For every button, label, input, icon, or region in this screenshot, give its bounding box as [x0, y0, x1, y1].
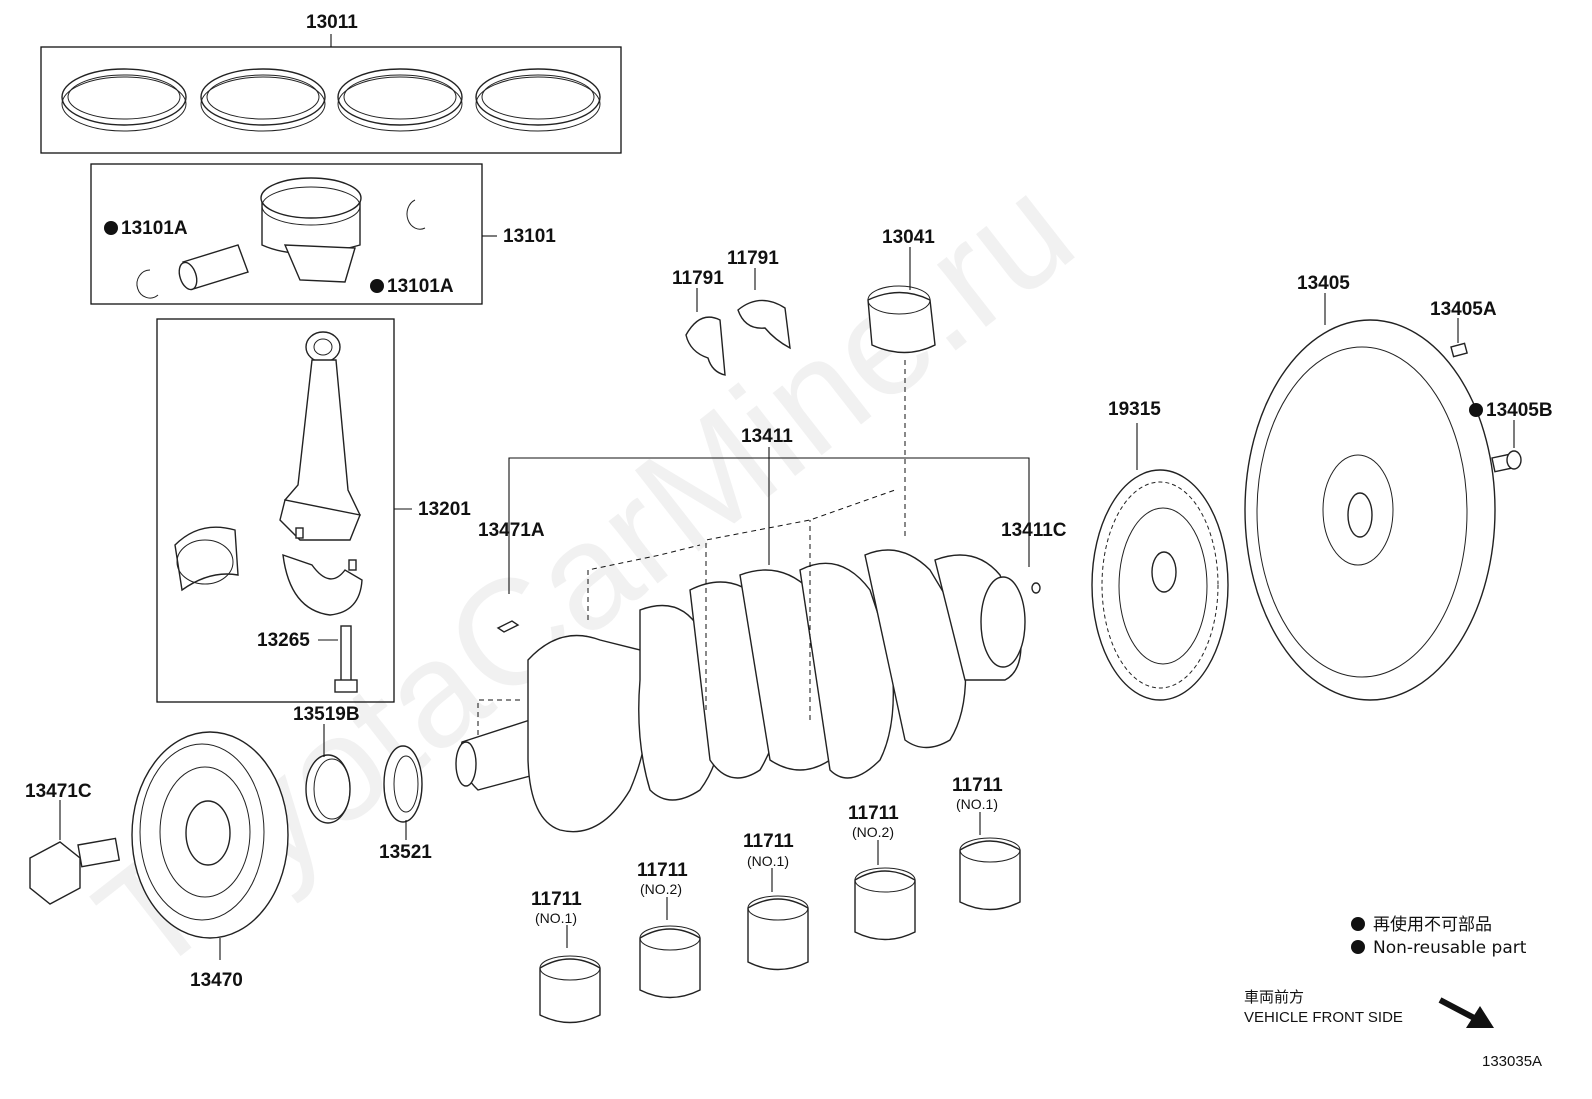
label-13101: 13101 [503, 226, 556, 247]
label-13101A-right: 13101A [387, 276, 454, 297]
label-13041: 13041 [882, 227, 935, 248]
timing-gear [383, 745, 423, 840]
label-13101A-left: 13101A [121, 218, 188, 239]
label-13411: 13411 [741, 426, 793, 447]
label-13201: 13201 [418, 499, 471, 520]
drive-plate-pin [1450, 318, 1468, 358]
piston-rings-group [40, 34, 622, 154]
legend: 再使用不可部品 Non-reusable part [1351, 914, 1527, 958]
note-11711-3: (NO.1) [747, 853, 789, 869]
crankshaft-pin [1031, 582, 1041, 594]
label-13411C: 13411C [1001, 520, 1067, 541]
note-11711-1: (NO.1) [535, 910, 577, 926]
label-11711-2: 11711 [637, 860, 688, 881]
note-11711-4: (NO.2) [852, 824, 894, 840]
main-bearing-1 [539, 925, 601, 1024]
crankshaft-key [496, 620, 520, 633]
label-13405B: 13405B [1486, 400, 1553, 421]
connecting-rod-bearing [174, 526, 239, 592]
crank-timing-rotor [1091, 423, 1229, 701]
label-13521: 13521 [379, 842, 432, 863]
label-11711-4: 11711 [848, 803, 899, 824]
label-11791-left: 11791 [672, 268, 724, 289]
snap-ring-right [406, 199, 426, 230]
diagram-code: 133035A [1482, 1053, 1542, 1070]
label-13471A: 13471A [478, 520, 545, 541]
assembly-guides [477, 360, 906, 735]
label-13265: 13265 [257, 630, 310, 651]
piston-ring-1 [61, 68, 187, 132]
legend-en: Non-reusable part [1373, 938, 1527, 958]
connecting-rod [279, 331, 361, 541]
arrow-down-right-icon [1438, 997, 1494, 1028]
note-11711-5: (NO.1) [956, 796, 998, 812]
label-11711-3: 11711 [743, 831, 794, 852]
drive-plate [1244, 293, 1496, 701]
non-reusable-dot [370, 279, 384, 293]
non-reusable-dot [104, 221, 118, 235]
label-13405: 13405 [1297, 273, 1350, 294]
connecting-rod-bolt [334, 625, 358, 693]
piston-ring-3 [337, 68, 463, 132]
thrust-washers [685, 268, 791, 376]
front-side-jp: 車両前方 [1244, 989, 1304, 1006]
snap-ring-left [136, 269, 159, 299]
label-13405A: 13405A [1430, 299, 1497, 320]
legend-dot-jp [1351, 917, 1365, 931]
label-13519B: 13519B [293, 704, 360, 725]
label-11711-1: 11711 [531, 889, 582, 910]
main-bearing-3 [747, 868, 809, 971]
drive-plate-bolt [1469, 403, 1522, 473]
legend-dot-en [1351, 940, 1365, 954]
label-19315: 19315 [1108, 399, 1161, 420]
note-11711-2: (NO.2) [640, 881, 682, 897]
piston-group [90, 163, 497, 305]
crankpin-bearing [867, 247, 936, 354]
label-13011: 13011 [306, 12, 358, 33]
piston-ring-2 [200, 68, 326, 132]
pulley-bolt [29, 800, 121, 905]
crank-sprocket [305, 724, 351, 824]
connecting-rod-cap [282, 527, 363, 616]
label-11711-5: 11711 [952, 775, 1003, 796]
piston [260, 177, 362, 283]
label-13471C: 13471C [25, 781, 92, 802]
label-11791-right: 11791 [727, 248, 779, 269]
front-side-indicator: 車両前方 VEHICLE FRONT SIDE [1244, 989, 1494, 1028]
crankshaft-pulley [131, 731, 289, 960]
piston-pin [178, 244, 249, 291]
main-bearing-2 [639, 897, 701, 999]
non-reusable-dot [1469, 403, 1483, 417]
label-13470: 13470 [190, 970, 243, 991]
front-side-en: VEHICLE FRONT SIDE [1244, 1009, 1403, 1026]
piston-ring-4 [475, 68, 601, 132]
main-bearing-5 [959, 812, 1021, 911]
connecting-rod-group [156, 318, 412, 703]
crankshaft [455, 447, 1026, 833]
legend-jp: 再使用不可部品 [1373, 914, 1492, 935]
main-bearing-4 [854, 840, 916, 941]
